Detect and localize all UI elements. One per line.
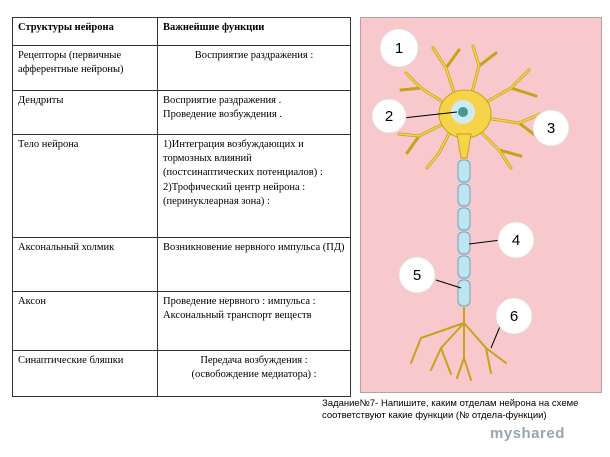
function-line: Аксональный транспорт веществ [163,310,312,322]
pointer-line [468,239,502,245]
neuron-diagram-panel: 1 2 3 4 5 6 [360,17,602,393]
cell-structure: Дендриты [12,90,158,135]
label-pointers [402,111,502,349]
cell-functions: Восприятие раздражения . Проведение возб… [157,90,351,135]
function-line: 2)Трофический центр нейрона : (перинукле… [163,181,306,207]
table-row: Рецепторы (первичные афферентные нейроны… [12,45,351,91]
label-bubble [495,297,533,335]
neuron-fill-group [398,45,544,169]
cell-functions: Проведение нервного : импульса : Аксонал… [157,291,351,351]
cell-structure: Аксон [12,291,158,351]
label-4: 4 [512,232,520,249]
function-line: Восприятие раздражения . [163,95,282,106]
label-1: 1 [395,40,403,57]
cell-functions: 1)Интеграция возбуждающих и тормозных вл… [157,134,351,238]
label-bubble [371,98,407,134]
axon-segment [457,279,471,307]
function-line: Возникновение нервного импульса (ПД) [163,242,345,253]
label-bubble [398,256,436,294]
neuron-functions-table: Структуры нейрона Важнейшие функции Реце… [12,17,351,397]
table-header-row: Структуры нейрона Важнейшие функции [12,17,351,46]
label-2: 2 [385,108,393,125]
cell-structure: Синаптические бляшки [12,350,158,397]
logo-watermark: myshared [490,425,565,442]
label-numbers: 1 2 3 4 5 6 [385,40,555,325]
table-row: Аксон Проведение нервного : импульса : А… [12,291,351,351]
label-bubbles [371,28,570,335]
pointer-line [435,279,462,289]
pointer-line [490,323,502,349]
cell-functions: Возникновение нервного импульса (ПД) [157,237,351,292]
task-caption: Задание№7- Напишите, каким отделам нейро… [322,398,579,422]
function-line: Передача возбуждения : [200,355,308,366]
table-row: Аксональный холмик Возникновение нервног… [12,237,351,292]
function-line: (освобождение медиатора) : [191,369,317,381]
label-3: 3 [547,120,555,137]
label-5: 5 [413,267,421,284]
axon-segment [457,183,471,207]
header-structure: Структуры нейрона [12,17,158,46]
axon-segment [457,231,471,255]
axon-segment [457,255,471,279]
dendrite [431,46,461,100]
cell-structure: Тело нейрона [12,134,158,238]
label-bubble [497,221,535,259]
table-row: Дендриты Восприятие раздражения . Провед… [12,90,351,135]
dendrite-fill [398,45,544,169]
function-line: Проведение нервного : импульса : [163,296,316,307]
function-line: Проведение возбуждения . [163,109,282,121]
table-row: Тело нейрона 1)Интеграция возбуждающих и… [12,134,351,238]
pointer-line [402,111,458,119]
neuron-diagram: 1 2 3 4 5 6 [371,28,570,381]
function-line: 1)Интеграция возбуждающих и тормозных вл… [163,139,323,179]
axon-segment [457,159,471,183]
label-6: 6 [510,308,518,325]
axon-terminal [410,307,507,381]
table-row: Синаптические бляшки Передача возбуждени… [12,350,351,397]
nucleus [458,107,468,117]
axon [457,159,471,307]
header-functions: Важнейшие функции [157,17,351,46]
axon-segment [457,207,471,231]
cell-structure: Рецепторы (первичные афферентные нейроны… [12,45,158,91]
label-bubble [379,28,419,68]
label-bubble [532,109,570,147]
cell-functions: Восприятие раздражения : [157,45,351,91]
cell-functions: Передача возбуждения : (освобождение мед… [157,350,351,397]
cell-structure: Аксональный холмик [12,237,158,292]
axon-hillock [456,133,472,159]
function-line: Восприятие раздражения : [194,50,314,61]
